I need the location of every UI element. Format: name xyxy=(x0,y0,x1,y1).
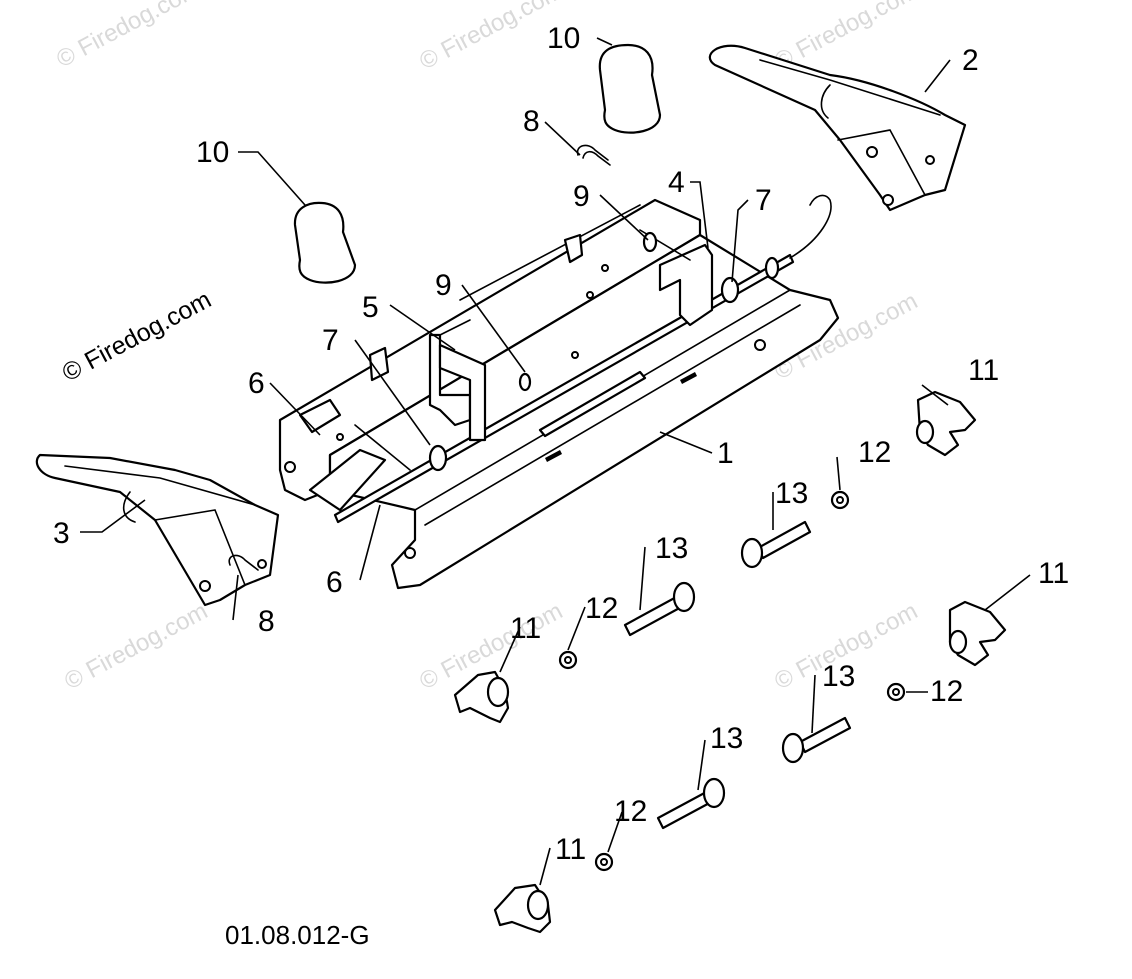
part-10-knob-left xyxy=(293,201,357,284)
callout-13-c: 13 xyxy=(822,660,855,693)
part-10-knob-upper xyxy=(598,43,662,134)
watermark: © Firedog.com xyxy=(60,597,212,695)
callout-8-lower: 8 xyxy=(258,605,275,638)
part-12-nut-b xyxy=(558,650,578,670)
callout-7-right: 7 xyxy=(755,184,772,217)
callout-11-a: 11 xyxy=(968,354,999,387)
part-12-nut-a xyxy=(830,490,850,510)
part-13-bolt-b xyxy=(623,581,696,637)
callout-11-d: 11 xyxy=(555,833,586,866)
callout-9-lower: 9 xyxy=(435,269,452,302)
callout-6-lower: 6 xyxy=(326,566,343,599)
callout-8-upper: 8 xyxy=(523,105,540,138)
callout-12-a: 12 xyxy=(858,436,891,469)
callouts: 10 2 8 10 4 9 7 9 5 7 6 11 1 12 13 3 6 8… xyxy=(53,22,1069,866)
part-1-frame xyxy=(278,194,840,590)
callout-9-upper: 9 xyxy=(573,180,590,213)
callout-1: 1 xyxy=(717,437,734,470)
callout-3: 3 xyxy=(53,517,70,550)
callout-4: 4 xyxy=(668,166,685,199)
part-11-star-knob-a xyxy=(915,390,977,457)
part-12-nut-d xyxy=(594,852,614,872)
part-11-star-knob-c xyxy=(453,670,510,724)
callout-12-c: 12 xyxy=(930,675,963,708)
watermark: © Firedog.com xyxy=(52,0,204,73)
part-8-clip-upper xyxy=(576,144,611,166)
part-8-clip-lower xyxy=(228,554,259,571)
callout-12-b: 12 xyxy=(585,592,618,625)
callout-13-d: 13 xyxy=(710,722,743,755)
callout-5: 5 xyxy=(362,291,379,324)
watermark: © Firedog.com xyxy=(415,0,567,75)
part-3-left-handle xyxy=(35,453,280,607)
part-2-right-handle xyxy=(708,44,967,212)
callout-12-d: 12 xyxy=(614,795,647,828)
callout-11-c: 11 xyxy=(510,612,541,645)
callout-7-left: 7 xyxy=(322,324,339,357)
callout-11-b: 11 xyxy=(1038,557,1069,590)
part-11-star-knob-d xyxy=(493,883,552,934)
leader-lines xyxy=(80,37,1031,886)
drawing-code: 01.08.012-G xyxy=(225,920,370,950)
watermark-main: © Firedog.com xyxy=(58,285,216,387)
callout-13-a: 13 xyxy=(775,477,808,510)
callout-13-b: 13 xyxy=(655,532,688,565)
callout-10-upper: 10 xyxy=(547,22,580,55)
callout-6-upper: 6 xyxy=(248,367,265,400)
callout-10-left: 10 xyxy=(196,136,229,169)
part-12-nut-c xyxy=(886,682,906,702)
callout-2: 2 xyxy=(962,44,979,77)
part-13-bolt-a xyxy=(740,520,812,569)
part-13-bolt-d xyxy=(656,777,726,830)
part-11-star-knob-b xyxy=(948,600,1007,667)
part-13-bolt-c xyxy=(781,716,852,764)
